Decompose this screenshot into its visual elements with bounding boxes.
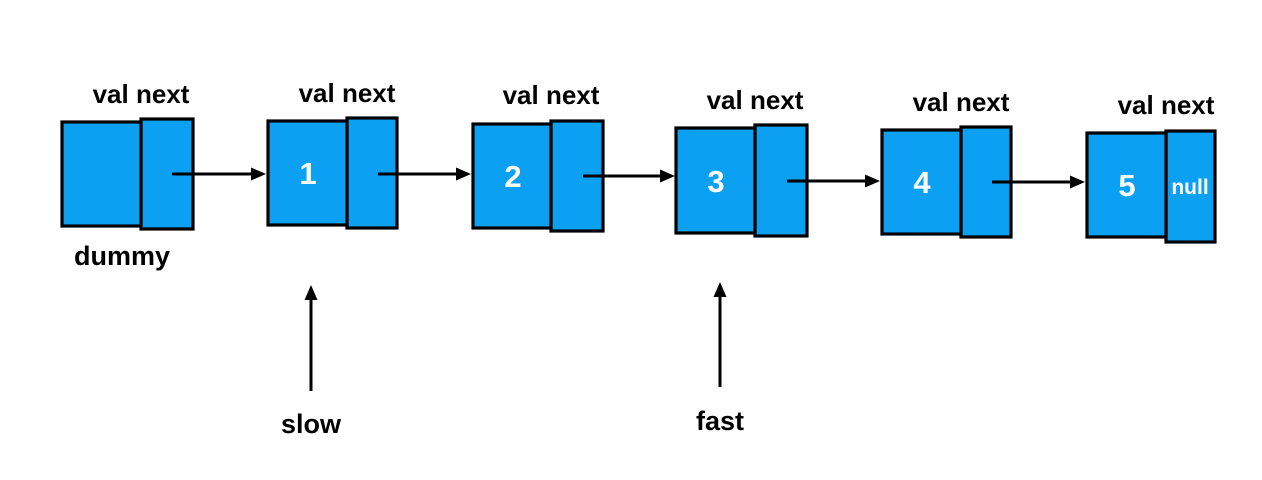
arrowhead-icon xyxy=(304,285,318,300)
next-pointer-arrow-1 xyxy=(378,167,471,181)
arrowhead-icon xyxy=(1070,175,1085,189)
fast-pointer: fast xyxy=(696,282,744,436)
dummy-caption: dummy xyxy=(74,241,170,271)
node-header-label: val next xyxy=(913,87,1010,117)
node-val-box xyxy=(674,126,757,235)
node-2: val next 2 xyxy=(471,80,605,233)
node-header-label: val next xyxy=(93,79,190,109)
node-5: val next 5 null xyxy=(1085,90,1217,244)
node-value: 5 xyxy=(1118,168,1135,203)
node-value: 3 xyxy=(707,164,724,199)
slow-label: slow xyxy=(281,409,342,439)
arrowhead-icon xyxy=(660,169,675,183)
next-pointer-arrow-3 xyxy=(787,174,880,188)
arrowhead-icon xyxy=(456,167,471,181)
node-value: 4 xyxy=(913,165,931,200)
node-val-box xyxy=(471,122,553,230)
node-next-box xyxy=(1164,129,1217,244)
node-val-box xyxy=(266,119,349,227)
node-3: val next 3 xyxy=(674,85,809,238)
node-header-label: val next xyxy=(503,80,600,110)
slow-pointer: slow xyxy=(281,285,342,439)
null-label: null xyxy=(1171,176,1208,199)
next-pointer-arrow-4 xyxy=(992,175,1085,189)
next-pointer-arrow-2 xyxy=(583,169,675,183)
node-value: 2 xyxy=(504,159,521,194)
node-header-label: val next xyxy=(299,78,396,108)
fast-label: fast xyxy=(696,406,744,436)
next-pointer-arrow-0 xyxy=(172,167,266,181)
node-val-box xyxy=(60,120,143,228)
node-val-box xyxy=(880,128,963,236)
arrowhead-icon xyxy=(251,167,266,181)
arrowhead-icon xyxy=(865,174,880,188)
node-val-box xyxy=(1085,131,1168,239)
node-1: val next 1 xyxy=(266,78,399,230)
node-value: 1 xyxy=(299,156,316,191)
arrowhead-icon xyxy=(713,282,727,297)
node-header-label: val next xyxy=(707,85,804,115)
node-header-label: val next xyxy=(1118,90,1215,120)
node-4: val next 4 xyxy=(880,87,1013,239)
